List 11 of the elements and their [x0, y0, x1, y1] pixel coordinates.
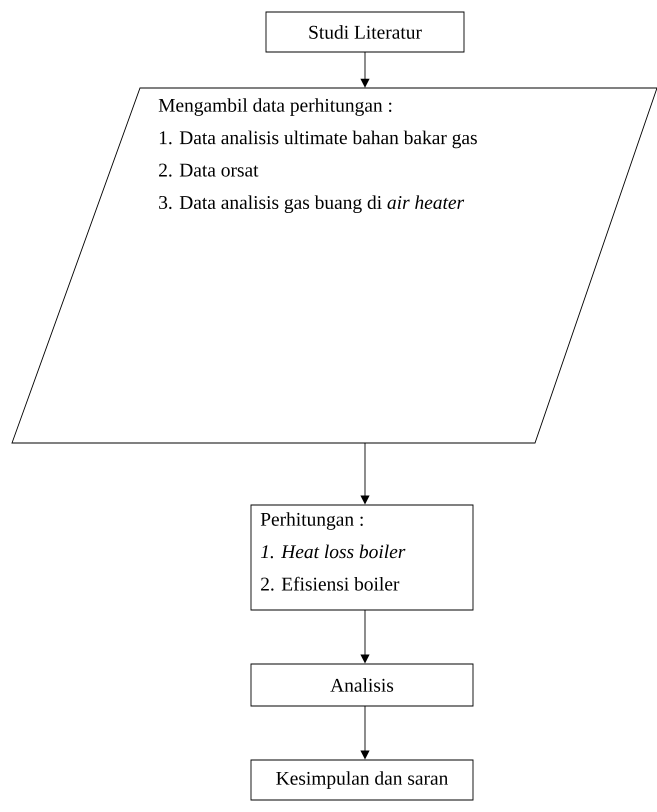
list-item: 2. Efisiensi boiler	[261, 576, 400, 591]
list-item: 2. Data orsat	[159, 164, 258, 177]
process-box	[250, 504, 474, 610]
list-item: 1. Heat loss boiler	[260, 544, 406, 558]
list-item: 3. Data analisis gas buang di air heater	[159, 195, 464, 213]
process-box: Kesimpulan dan saran	[250, 760, 474, 800]
heading-text: Mengambil data perhitungan :	[158, 98, 392, 116]
process-box: Studi Literatur	[266, 12, 464, 52]
heading-text: Perhitungan :	[260, 512, 363, 530]
process-box: Analisis	[250, 664, 474, 706]
list-item: 1. Data analisis ultimate bahan bakar gas	[160, 130, 477, 148]
